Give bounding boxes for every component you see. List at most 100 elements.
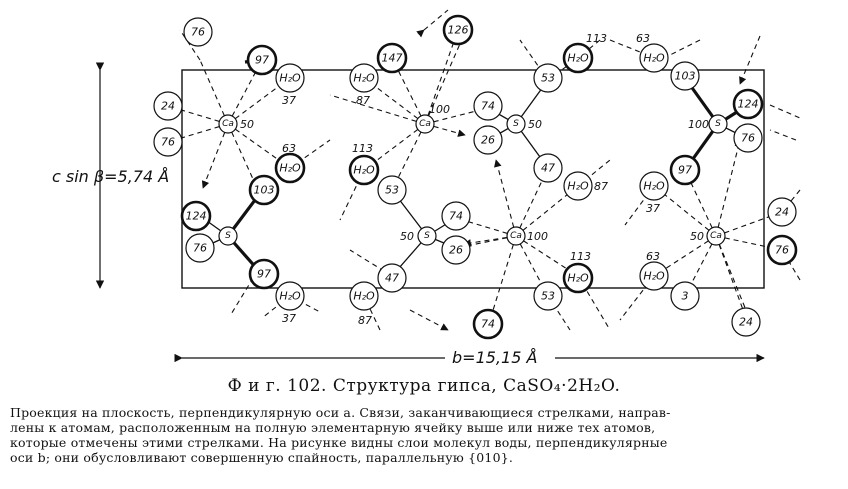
atom-label: H₂O [353,290,375,303]
atom-label: 76 [775,244,789,257]
height-label: 100 [429,103,450,116]
atom-circle [506,226,526,246]
atom-circle [153,127,183,157]
atom-circle [639,171,669,201]
height-label: 50 [690,230,704,243]
atom-label: 47 [541,162,555,175]
height-label: 37 [282,312,296,325]
height-annotations: 37 50 63 87 100 113 50 113 87 50 100 113… [240,32,709,327]
atom-circle [533,63,563,93]
atom-circle [670,61,700,91]
atom-label: 124 [186,210,207,223]
atom-circle [218,226,238,246]
atom-label: H₂O [567,52,589,65]
figure-description: Проекция на плоскость, перпендикулярную … [10,405,838,465]
atom-label: H₂O [279,72,301,85]
atom-label: 74 [481,318,495,331]
height-label: 113 [352,142,373,155]
atom-circle [248,258,280,290]
atom-label: H₂O [353,164,375,177]
atom-circle [732,88,764,120]
horizontal-dimension-label: b=15,15 Å [452,348,537,367]
gypsum-structure-diagram: c sin β=5,74 Å b=15,15 Å [52,9,801,368]
atom-circle [180,200,212,232]
description-line: оси b; они обусловливают совершенную спа… [10,450,514,465]
height-label: 113 [586,32,607,45]
height-label: 87 [356,94,370,107]
atom-label: 74 [481,100,495,113]
atom-circle [441,201,471,231]
atom-circle [275,63,305,93]
height-label: 63 [636,32,650,45]
atom-label: 74 [449,210,463,223]
description-line: лены к атомам, расположенным на полную э… [10,420,656,435]
caption-formula: CaSO₄·2H₂O. [503,376,621,396]
figure-caption: Ф и г. 102. Структура гипса, CaSO₄·2H₂O. [0,376,848,396]
atom-label: H₂O [353,72,375,85]
description-line: Проекция на плоскость, перпендикулярную … [10,405,671,420]
atom-circle [562,262,594,294]
atom-circle [473,91,503,121]
atom-label: 126 [448,24,469,37]
atom-label: H₂O [279,162,301,175]
atom-label: 147 [382,52,403,65]
atom-label: S [225,231,231,241]
atom-label: H₂O [643,270,665,283]
atom-label: 24 [775,206,789,219]
atom-circle [733,123,763,153]
height-label: 37 [282,94,296,107]
atom-label: H₂O [643,52,665,65]
atom-circle [376,42,408,74]
atom-label: 24 [739,316,753,329]
height-label: 50 [240,118,254,131]
atom-circle [563,171,593,201]
atom-circle [349,281,379,311]
atom-label: 47 [385,272,399,285]
atom-label: H₂O [643,180,665,193]
atom-label: H₂O [279,290,301,303]
atom-circle [706,226,726,246]
horizontal-dimension: b=15,15 Å [174,346,765,368]
dashed-bonds [167,9,801,331]
atom-circle [473,125,503,155]
atom-label: 124 [738,98,759,111]
atom-circle [766,234,798,266]
atom-label: Ca [222,119,234,129]
atom-label: H₂O [567,272,589,285]
atom-circle [669,154,701,186]
atom-circle [349,63,379,93]
atom-label: S [715,119,721,129]
atom-circle [533,281,563,311]
atom-circle [639,43,669,73]
atom-label: 53 [541,72,555,85]
caption-prefix: Ф и г. 102. Структура гипса, [227,376,498,396]
atom-circle [767,197,797,227]
atom-circle [441,235,471,265]
atom-label: Ca [419,119,431,129]
atom-circle [218,114,238,134]
height-label: 100 [688,118,709,131]
atom-label: Ca [510,231,522,241]
atoms: 76 97 H₂O 24 76 Ca H₂O 103 124 S 76 97 H… [153,14,798,340]
description-line: которые отмечены этими стрелками. На рис… [10,435,668,450]
atom-circle [731,307,761,337]
atom-circle [670,281,700,311]
atom-label: 76 [741,132,755,145]
height-label: 63 [282,142,296,155]
atom-circle [417,226,437,246]
height-label: 37 [646,202,660,215]
atom-circle [506,114,526,134]
atom-label: S [513,119,519,129]
atom-label: 24 [161,100,175,113]
atom-circle [153,91,183,121]
atom-label: 97 [257,268,271,281]
atom-circle [377,263,407,293]
atom-label: 97 [678,164,692,177]
unit-cell-outline [181,69,765,289]
height-label: 113 [570,250,591,263]
atom-label: S [424,231,430,241]
atom-label: Ca [710,231,722,241]
atom-label: 76 [161,136,175,149]
atom-circle [248,174,280,206]
vertical-dimension-label: c sin β=5,74 Å [52,167,169,186]
